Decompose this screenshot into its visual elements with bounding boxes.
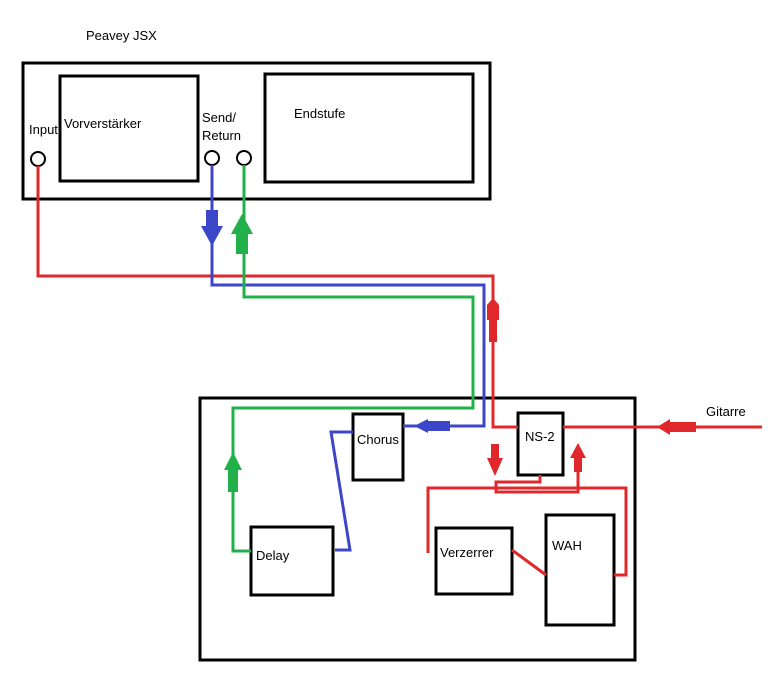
- verzerrer-label: Verzerrer: [440, 545, 494, 560]
- arrow-left-icon: [414, 419, 428, 433]
- send-signal-path: [210, 165, 486, 552]
- wah-pedal: [544, 513, 616, 627]
- arrow-down-icon: [487, 458, 503, 476]
- preamp-label: Vorverstärker: [64, 116, 142, 131]
- verzerrer-pedal: [434, 526, 514, 596]
- amp-chassis: [21, 61, 492, 201]
- return-jack: [236, 150, 252, 166]
- arrow-up-icon: [231, 214, 253, 234]
- delay-label: Delay: [256, 548, 290, 563]
- poweramp-box: [263, 72, 475, 184]
- chorus-pedal: [351, 412, 405, 482]
- input-path-arrows: [487, 298, 696, 476]
- pedalboard-box: [198, 396, 637, 662]
- delay-pedal: [249, 525, 335, 597]
- chorus-label: Chorus: [357, 432, 399, 447]
- preamp-box: [58, 74, 200, 183]
- send-path-arrows: [201, 210, 450, 433]
- amp-title: Peavey JSX: [86, 28, 157, 43]
- poweramp-label: Endstufe: [294, 106, 345, 121]
- input-jack: [30, 151, 46, 167]
- ns2-label: NS-2: [525, 429, 555, 444]
- input-label: Input: [29, 122, 58, 137]
- guitar-label: Gitarre: [706, 404, 746, 419]
- ns2-pedal: [516, 411, 565, 477]
- send-jack: [204, 150, 220, 166]
- return-path-arrows: [224, 214, 253, 492]
- input-signal-path: [36, 166, 762, 577]
- return-label: Return: [202, 128, 241, 143]
- return-signal-path: [231, 165, 475, 553]
- send-label: Send/: [202, 110, 236, 125]
- arrow-up-icon: [570, 443, 586, 458]
- arrow-down-icon: [201, 226, 223, 246]
- arrow-up-icon: [224, 452, 242, 470]
- wah-label: WAH: [552, 538, 582, 553]
- arrow-up-icon: [487, 298, 499, 320]
- arrow-left-icon: [657, 419, 670, 435]
